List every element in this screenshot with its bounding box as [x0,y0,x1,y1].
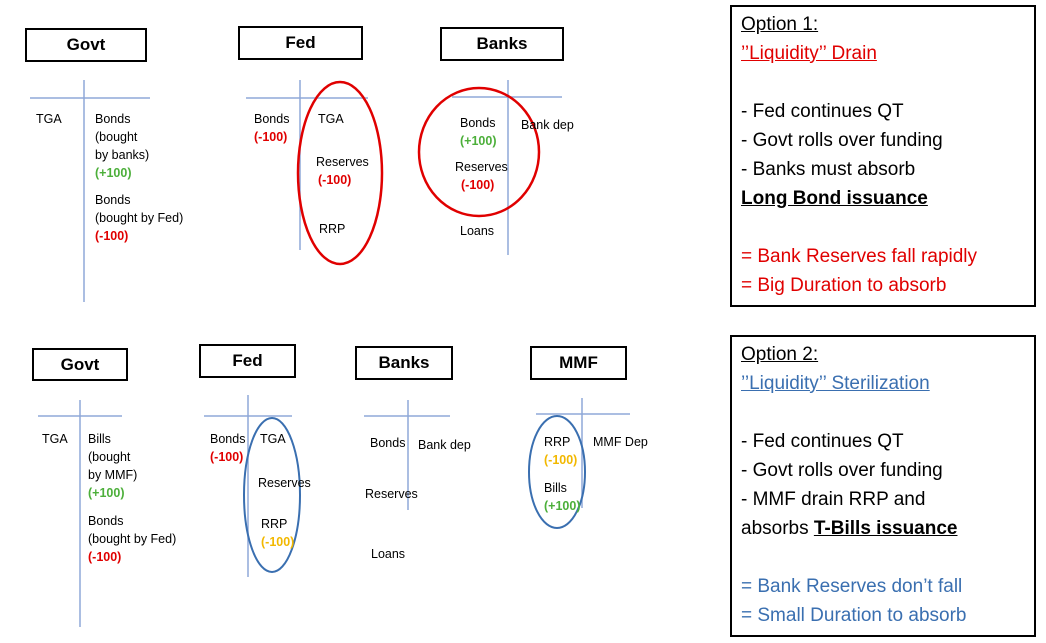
top-banks-loans: Loans [460,224,495,238]
bottom-govt-bonds-fed-label: Bonds (bought by Fed) (-100) [88,514,177,564]
bottom-banks-reserves: Reserves [365,487,418,501]
top-fed-rrp: RRP [319,222,346,236]
option2-heading: Option 2: [741,344,819,365]
bottom-banks-bank-dep: Bank dep [418,438,471,452]
bottom-mmf-rrp: RRP (-100) [544,435,578,467]
option2-result-2: = Small Duration to absorb [741,605,967,626]
bottom-banks-loans: Loans [371,547,406,561]
option1-bullet-3: - Banks must absorb [741,159,916,180]
top-banks-reserves-value: (-100) [461,178,495,192]
top-banks-bank-dep: Bank dep [521,118,574,132]
bottom-govt-bills-label: Bills (bought by MMF) (+100) [88,432,138,500]
top-banks-title: Banks [440,27,564,61]
option1-panel: Option 1: ’’Liquidity’’ Drain - Fed cont… [730,5,1036,307]
option2-emphasis-line: absorbs T-Bills issuance [741,518,958,539]
bottom-fed-reserves: Reserves [258,476,311,490]
bottom-fed-bonds: Bonds (-100) [210,432,246,464]
option2-bullet-3: - MMF drain RRP and [741,489,926,510]
bottom-mmf-rrp-value: (-100) [544,453,578,467]
option2-emphasis: T-Bills issuance [813,518,958,539]
top-govt-bonds-fed-value: (-100) [95,229,129,243]
top-banks-reserves: Reserves (-100) [455,160,508,192]
bottom-govt-bonds-fed-value: (-100) [88,550,122,564]
top-govt-bonds-label: Bonds (bought by banks) (+100) [95,112,150,180]
bottom-fed-circle [243,417,301,573]
top-fed-title: Fed [238,26,363,60]
bottom-mmf-bills: Bills (+100) [544,481,581,513]
top-banks-circle [417,86,541,218]
option2-subheading: ’’Liquidity’’ Sterilization [741,373,930,394]
bottom-fed-rrp: RRP (-100) [261,517,295,549]
top-banks-bonds: Bonds (+100) [460,116,497,148]
bottom-govt-bills-value: (+100) [88,486,125,500]
bottom-mmf-dep: MMF Dep [593,435,648,449]
top-fed-bonds: Bonds (-100) [254,112,290,144]
option2-result-1: = Bank Reserves don’t fall [741,576,963,597]
bottom-fed-rrp-value: (-100) [261,535,295,549]
bottom-fed-bonds-value: (-100) [210,450,244,464]
bottom-mmf-title: MMF [530,346,627,380]
bottom-fed-title: Fed [199,344,296,378]
bottom-mmf-bills-value: (+100) [544,499,581,513]
bottom-mmf-circle [528,415,586,529]
bottom-govt-tga: TGA [42,432,68,446]
bottom-banks-title: Banks [355,346,453,380]
top-govt-bonds-banks-value: (+100) [95,166,132,180]
bottom-banks-bonds: Bonds [370,436,406,450]
top-fed-circle [296,80,384,266]
option1-bullet-1: - Fed continues QT [741,101,904,122]
top-govt-bonds-fed-label: Bonds (bought by Fed) (-100) [95,193,184,243]
top-govt-title: Govt [25,28,147,62]
option2-panel: Option 2: ’’Liquidity’’ Sterilization - … [730,335,1036,637]
option2-bullet-1: - Fed continues QT [741,431,904,452]
option2-bullet-2: - Govt rolls over funding [741,460,943,481]
top-fed-reserves-value: (-100) [318,173,352,187]
bottom-govt-title: Govt [32,348,128,381]
bottom-fed-tga: TGA [260,432,286,446]
top-govt-tga: TGA [36,112,62,126]
option1-bullet-2: - Govt rolls over funding [741,130,943,151]
top-fed-reserves: Reserves (-100) [316,155,369,187]
option1-emphasis: Long Bond issuance [741,188,928,209]
top-banks-bonds-value: (+100) [460,134,497,148]
option1-result-2: = Big Duration to absorb [741,275,947,296]
option1-heading: Option 1: [741,14,819,35]
option1-subheading: ’’Liquidity’’ Drain [741,43,877,64]
top-fed-bonds-value: (-100) [254,130,288,144]
top-fed-tga: TGA [318,112,344,126]
option1-result-1: = Bank Reserves fall rapidly [741,246,978,267]
